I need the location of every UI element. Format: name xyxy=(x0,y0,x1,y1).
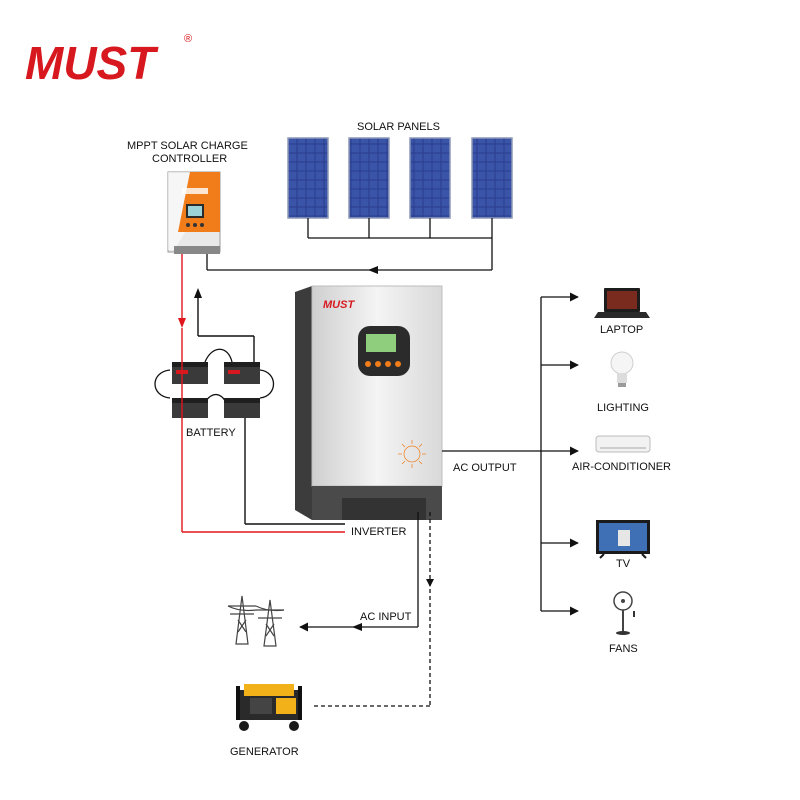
registered-mark: ® xyxy=(184,33,192,45)
inverter-icon: MUST xyxy=(295,285,443,520)
load-lighting: LIGHTING xyxy=(597,351,649,414)
inverter-brand-text: MUST xyxy=(323,299,355,311)
tv-icon xyxy=(596,520,650,559)
battery-icon xyxy=(172,398,208,418)
fan-icon xyxy=(613,591,635,635)
brand-logo-text: MUST xyxy=(25,37,159,89)
battery-icon xyxy=(172,362,208,384)
solar-panel-icon xyxy=(409,137,451,219)
controller-label-line1: MPPT SOLAR CHARGE xyxy=(127,140,248,152)
solar-panel-array xyxy=(287,137,513,219)
solar-panel-icon xyxy=(348,137,390,219)
load-label-tv: TV xyxy=(616,558,631,570)
load-label-air-conditioner: AIR-CONDITIONER xyxy=(572,461,671,473)
generator-flow-arrow xyxy=(426,579,434,587)
load-fans: FANS xyxy=(609,591,638,655)
load-label-laptop: LAPTOP xyxy=(600,324,643,336)
battery-icon xyxy=(224,398,260,418)
brand-logo: MUST ® xyxy=(25,33,192,89)
solar-panel-icon xyxy=(287,137,329,219)
controller-label-line2: CONTROLLER xyxy=(152,153,227,165)
power-tower-icon xyxy=(227,595,285,647)
mppt-controller-icon xyxy=(167,171,221,254)
solar-panels-label: SOLAR PANELS xyxy=(357,121,440,133)
load-tv: TV xyxy=(596,520,650,570)
ac-output-label: AC OUTPUT xyxy=(453,462,517,474)
inverter-label: INVERTER xyxy=(351,526,406,538)
load-label-lighting: LIGHTING xyxy=(597,402,649,414)
generator-wiring xyxy=(312,512,431,707)
generator-label: GENERATOR xyxy=(230,746,299,758)
solar-panel-icon xyxy=(471,137,513,219)
air-conditioner-icon xyxy=(595,435,651,453)
ac-input-label: AC INPUT xyxy=(360,611,412,623)
laptop-icon xyxy=(594,288,650,318)
ac-output-wiring xyxy=(442,292,579,616)
light-bulb-icon xyxy=(610,351,634,387)
battery-icon xyxy=(224,362,260,384)
load-label-fans: FANS xyxy=(609,643,638,655)
battery-bank xyxy=(154,348,275,418)
load-air-conditioner: AIR-CONDITIONER xyxy=(572,435,671,473)
battery-label: BATTERY xyxy=(186,427,236,439)
sun-decoration-icon xyxy=(398,440,426,468)
generator-icon xyxy=(236,684,302,731)
panel-wiring xyxy=(206,218,493,274)
controller-battery-wiring xyxy=(178,254,345,533)
load-laptop: LAPTOP xyxy=(594,288,650,336)
ac-input-wiring xyxy=(299,512,419,632)
